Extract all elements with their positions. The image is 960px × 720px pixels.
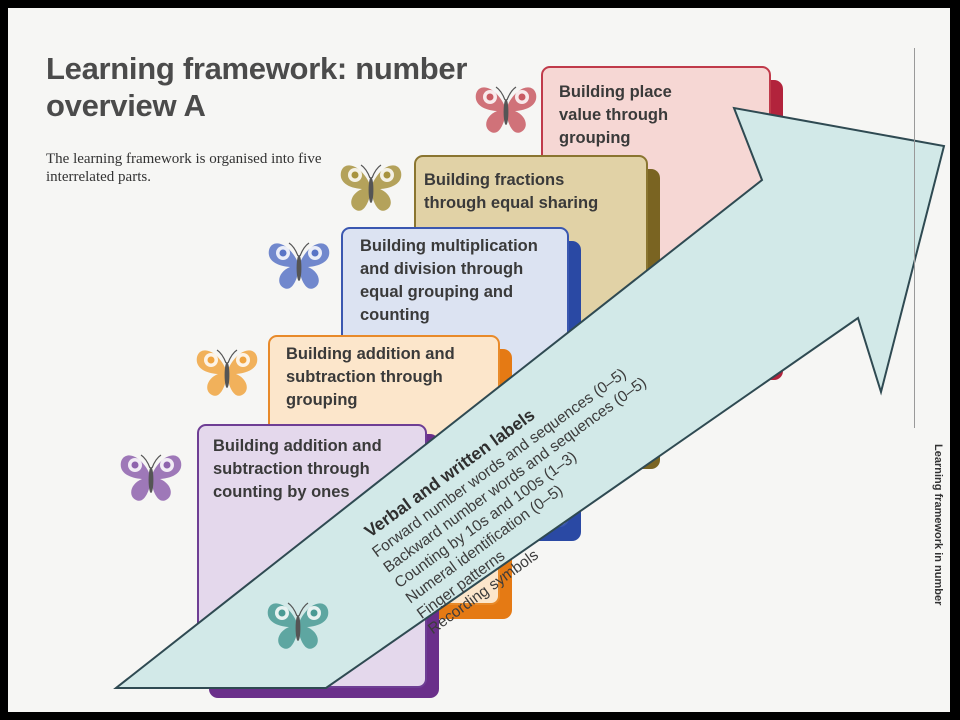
framework-arrow: Verbal and written labels Forward number… <box>113 106 946 689</box>
card-label-line: value through <box>559 106 669 124</box>
page: Learning framework: number overview A Th… <box>8 8 950 712</box>
page-title-line-2: overview A <box>46 88 206 123</box>
card-label-line: grouping <box>559 129 631 147</box>
card-label-line: counting <box>360 306 430 324</box>
butterfly-icon <box>338 158 404 216</box>
card-label-line: through equal sharing <box>424 194 599 212</box>
card-label-line: Building multiplication <box>360 237 538 255</box>
card-label-fractions: Building fractions through equal sharing <box>424 169 598 215</box>
butterfly-icon <box>194 343 260 401</box>
butterfly-icon <box>118 448 184 506</box>
card-label-line: subtraction through <box>286 368 443 386</box>
arrow-shape <box>113 106 946 689</box>
card-label-line: grouping <box>286 391 358 409</box>
arrow-butterfly-icon <box>267 602 329 649</box>
card-label-line: Building fractions <box>424 171 565 189</box>
card-label-line: Building addition and <box>286 345 455 363</box>
card-label-line: subtraction through <box>213 460 370 478</box>
card-label-place-value: Building place value through grouping <box>559 81 672 150</box>
side-title: Learning framework in number <box>932 444 944 606</box>
card-label-multiplication: Building multiplication and division thro… <box>360 235 538 327</box>
card-label-line: equal grouping and <box>360 283 514 301</box>
page-title-line-1: Learning framework: number <box>46 51 468 86</box>
side-rule <box>914 48 915 428</box>
page-subtitle: The learning framework is organised into… <box>46 151 322 185</box>
butterfly-icon <box>266 236 332 294</box>
card-label-line: Building place <box>559 83 672 101</box>
butterfly-icon <box>473 80 539 138</box>
card-label-line: counting by ones <box>213 483 350 501</box>
card-label-add-sub-ones: Building addition and subtraction through… <box>213 435 382 504</box>
card-label-line: Building addition and <box>213 437 382 455</box>
page-title: Learning framework: number overview A <box>46 50 467 124</box>
card-label-line: and division through <box>360 260 524 278</box>
card-label-add-sub-grouping: Building addition and subtraction through… <box>286 343 455 412</box>
